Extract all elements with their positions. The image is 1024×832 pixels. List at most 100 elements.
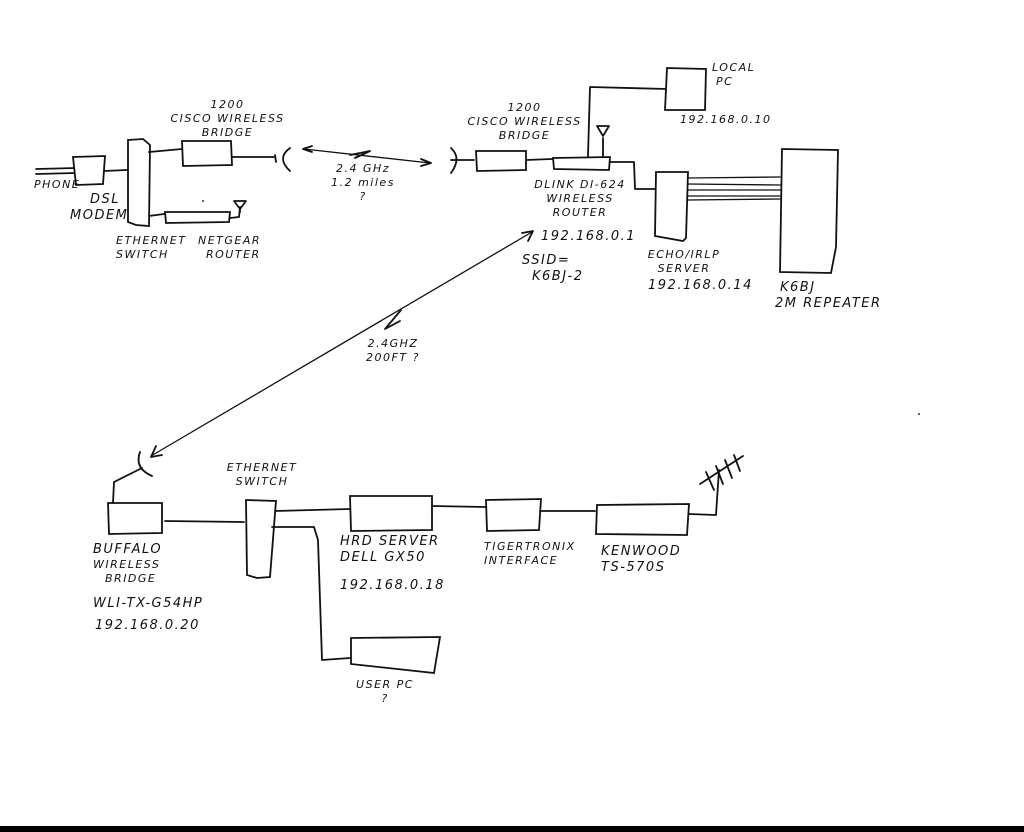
link-a-b-distance: 1.2 miles <box>331 175 395 189</box>
ethernet-switch-c-box <box>245 499 277 579</box>
netgear-router-box <box>164 211 231 224</box>
tigertronix-interface-box <box>485 498 542 532</box>
link-a-b-arrow-right-icon <box>420 158 432 167</box>
repeater-label: K6BJ 2M REPEATER <box>775 280 882 313</box>
interface-label-line1: TIGERTRONIX <box>484 540 576 553</box>
cisco-bridge-a-label: 1200 CISCO WIRELESS BRIDGE <box>165 98 290 139</box>
kenwood-radio-box <box>595 503 690 536</box>
local-pc-label: LOCAL PC <box>712 61 755 89</box>
repeater-type: 2M REPEATER <box>775 296 882 312</box>
echo-server-label: ECHO/IRLP SERVER <box>638 248 730 276</box>
interface-label: TIGERTRONIX INTERFACE <box>484 540 576 568</box>
local-pc-ip-label: 192.168.0.10 <box>680 113 772 126</box>
dlink-router-box <box>552 156 611 171</box>
ethernet-switch-c-label: ETHERNET SWITCH <box>222 461 302 489</box>
echo-server-label-line1: ECHO/IRLP <box>647 248 721 261</box>
echo-server-box <box>654 171 689 242</box>
hrd-server-box <box>349 495 433 532</box>
netgear-antenna-line <box>229 206 241 219</box>
cisco-bridge-b-label-line1: 1200 <box>507 101 542 114</box>
dlink-to-localpc-line <box>587 86 668 157</box>
echo-server-ip-label: 192.168.0.14 <box>648 278 753 293</box>
cisco-to-dlink-line <box>525 158 553 161</box>
dish-antenna-c-icon <box>113 451 153 483</box>
echo-to-repeater-cables <box>687 176 781 201</box>
ssid-label-line1: SSID= <box>522 253 571 268</box>
dlink-router-label: DLINK DI-624 WIRELESS ROUTER <box>530 178 630 219</box>
dlink-antenna-icon <box>596 125 610 137</box>
buffalo-bridge-label-line1: BUFFALO <box>93 542 163 557</box>
link-b-c-arrow-bottom-icon <box>150 445 163 458</box>
buffalo-to-switch-line <box>164 520 245 523</box>
dsl-modem-label: DSL MODEM <box>70 192 128 225</box>
dsl-modem-box <box>72 155 106 186</box>
cisco-bridge-a-label-line1: 1200 <box>210 98 245 111</box>
cisco-bridge-a-label-line3: BRIDGE <box>201 125 254 139</box>
ssid-label: SSID= K6BJ-2 <box>522 253 584 286</box>
ssid-label-line2: K6BJ-2 <box>532 269 584 285</box>
interface-label-line2: INTERFACE <box>484 553 559 567</box>
hrd-ip-label: 192.168.0.18 <box>340 578 445 593</box>
ethernet-switch-c-label-line1: ETHERNET <box>226 461 298 474</box>
switch-to-netgear-line <box>148 213 165 217</box>
cisco-bridge-b-label-line3: BRIDGE <box>498 128 551 142</box>
user-pc-box <box>350 636 442 674</box>
buffalo-bridge-label: BUFFALO WIRELESS BRIDGE <box>93 542 162 586</box>
dlink-to-echo-line <box>609 161 657 190</box>
echo-server-label-line2: SERVER <box>657 261 711 275</box>
netgear-router-label: NETGEAR ROUTER <box>198 234 261 262</box>
cisco-bridge-b-label: 1200 CISCO WIRELESS BRIDGE <box>462 101 587 142</box>
kenwood-to-antenna-line <box>688 469 720 516</box>
kenwood-label-line1: KENWOOD <box>601 544 682 559</box>
dish-to-buffalo-line <box>112 481 115 504</box>
site-a <box>35 138 291 227</box>
netgear-router-label-line1: NETGEAR <box>198 234 262 247</box>
repeater-box <box>779 148 839 274</box>
paper-speck <box>918 413 920 415</box>
link-b-c <box>150 230 534 458</box>
cisco-bridge-b-label-line2: CISCO WIRELESS <box>467 114 582 128</box>
link-a-b-arrow-left-icon <box>302 145 313 153</box>
buffalo-bridge-label-line2: WIRELESS <box>93 558 161 572</box>
user-pc-label-line1: USER PC <box>356 678 414 691</box>
switch-to-cisco-line <box>148 148 183 153</box>
link-b-c-lightning-icon <box>384 309 402 330</box>
kenwood-label: KENWOOD TS-570S <box>601 544 681 577</box>
dish-antenna-b-icon <box>450 147 475 174</box>
phone-label: PHONE <box>34 178 81 191</box>
local-pc-label-line1: LOCAL <box>712 61 756 74</box>
switch-to-hrd-line <box>274 508 351 512</box>
ethernet-switch-a-label: ETHERNET SWITCH <box>116 234 186 262</box>
netgear-router-label-line2: ROUTER <box>206 247 261 261</box>
local-pc-label-line2: PC <box>716 74 734 88</box>
link-b-c-line <box>150 231 533 457</box>
dsl-modem-label-line1: DSL <box>90 192 121 207</box>
phone-line <box>35 167 77 175</box>
link-b-c-distance: 200FT ? <box>366 350 420 364</box>
ethernet-switch-a-label-line2: SWITCH <box>116 247 169 261</box>
hrd-to-interface-line <box>431 505 487 508</box>
cisco-bridge-a-box <box>181 140 233 167</box>
dish-antenna-a-icon <box>274 147 291 172</box>
link-b-c-arrow-top-icon <box>521 230 534 242</box>
ethernet-switch-a-label-line1: ETHERNET <box>116 234 187 247</box>
switch-to-userpc-line <box>271 526 351 661</box>
paper-speck <box>202 200 204 202</box>
yagi-antenna-icon <box>699 454 744 491</box>
repeater-callsign: K6BJ <box>780 280 816 295</box>
netgear-antenna-icon <box>233 200 247 213</box>
buffalo-model-label: WLI-TX-G54HP <box>93 596 204 611</box>
modem-to-switch-line <box>103 169 128 172</box>
scan-bottom-edge <box>0 826 1024 832</box>
link-a-b-frequency: 2.4 GHz <box>335 162 391 175</box>
hrd-server-label-line1: HRD SERVER <box>340 534 440 549</box>
cisco-bridge-a-label-line2: CISCO WIRELESS <box>170 111 285 125</box>
dsl-modem-label-line2: MODEM <box>70 208 129 224</box>
dlink-router-label-line1: DLINK DI-624 <box>534 178 626 191</box>
user-pc-label: USER PC ? <box>345 678 425 706</box>
site-b <box>450 67 839 274</box>
local-pc-box <box>664 67 707 111</box>
dlink-ip-label: 192.168.0.1 <box>541 229 637 244</box>
